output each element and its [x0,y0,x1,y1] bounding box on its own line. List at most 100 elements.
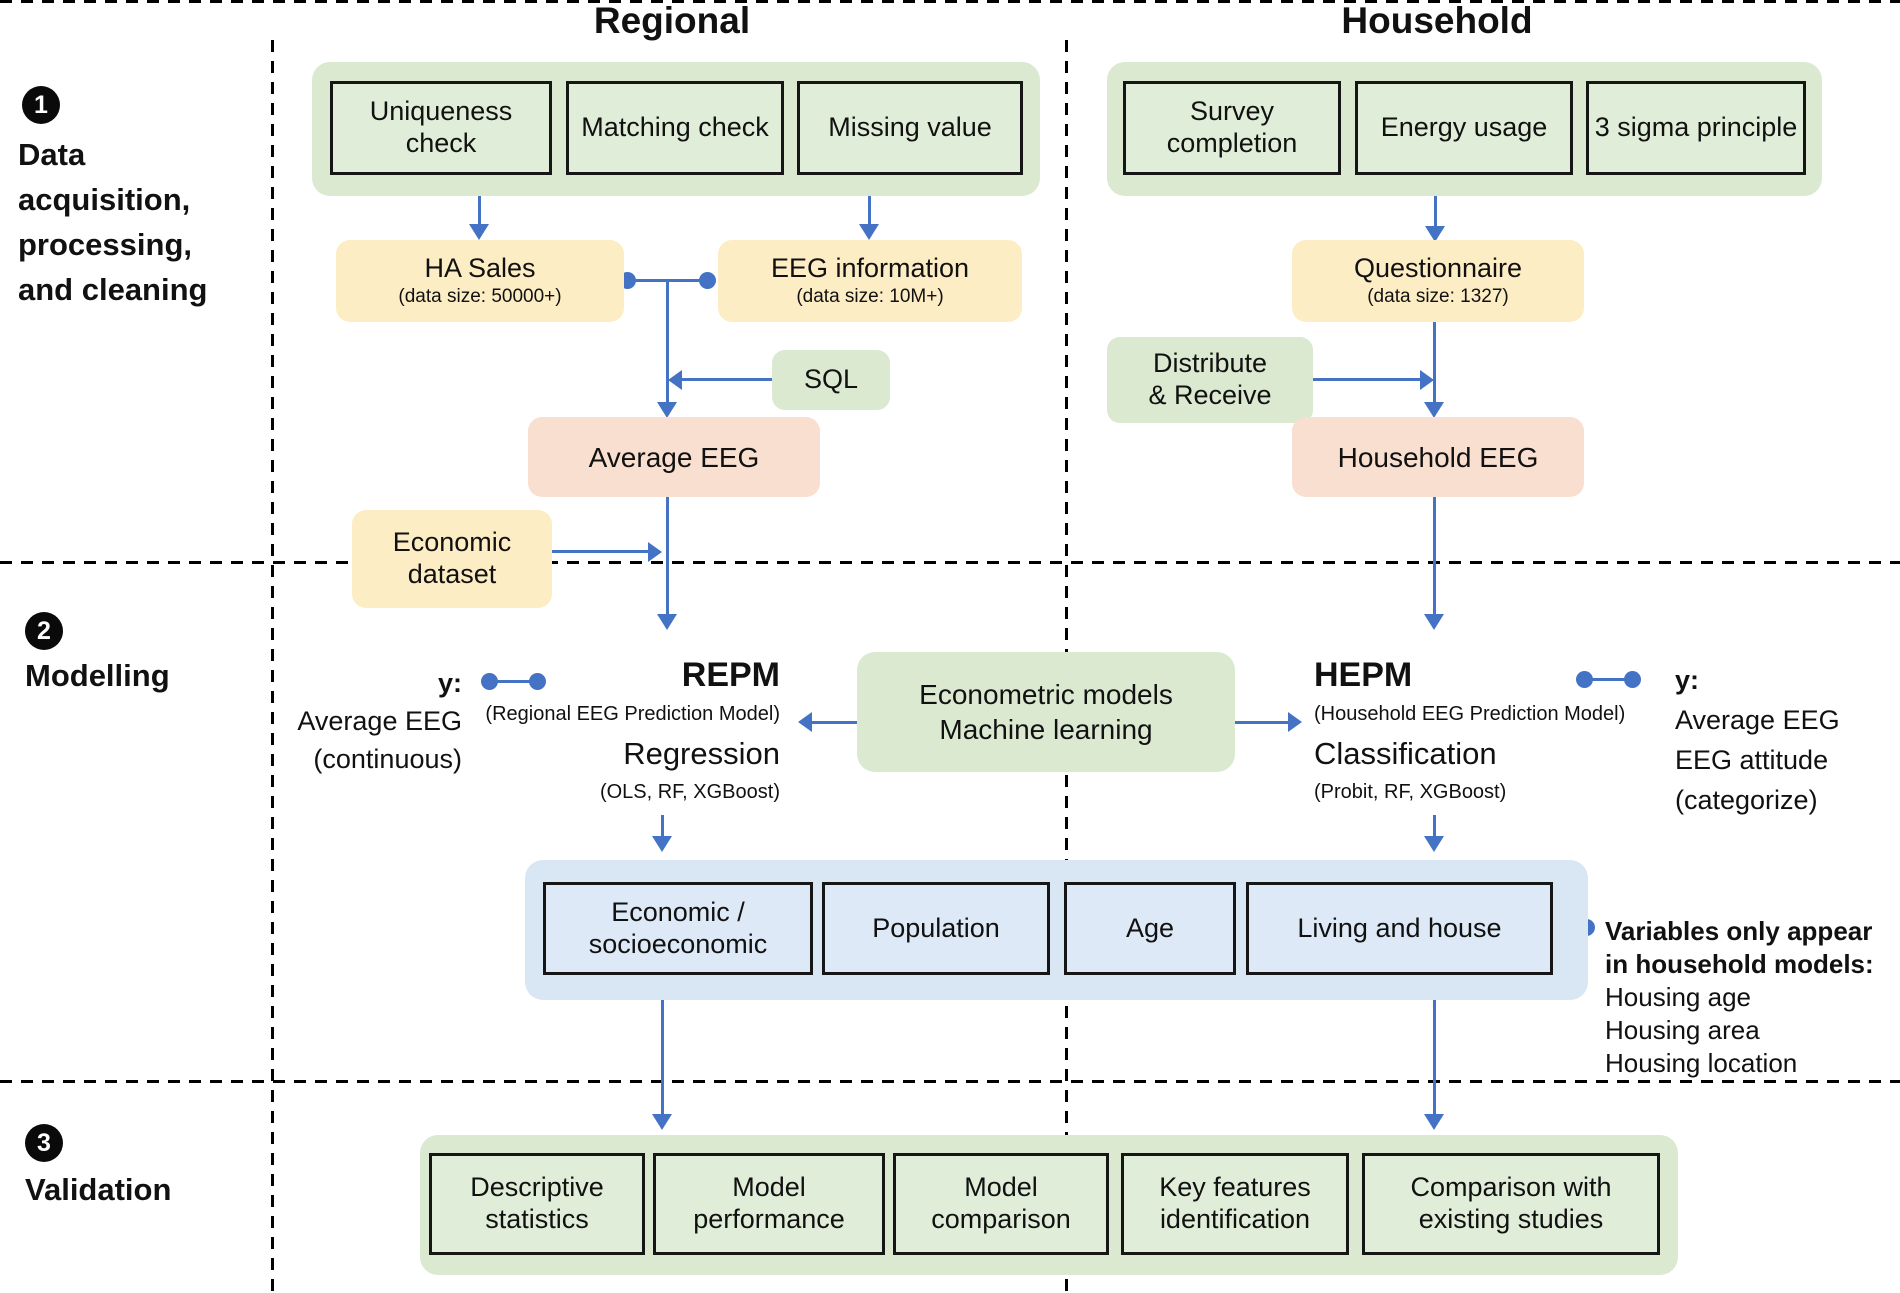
arrowhead-sql [668,370,682,390]
connector-y-right-line [1584,678,1632,681]
arrowhead-energy-to-questionnaire [1425,226,1445,242]
distribute-receive-box: Distribute & Receive [1107,337,1313,423]
arrowhead-hepm-to-variables [1424,836,1444,852]
hepm-label-block: HEPM (Household EEG Prediction Model) Cl… [1314,652,1654,807]
connector-dot-y-left-b [529,673,546,690]
arrow-avgeeg-to-repm [666,497,669,614]
arrow-hepm-to-variables [1433,815,1436,836]
methods-line1: Econometric models [919,679,1173,710]
questionnaire-title: Questionnaire [1353,252,1523,283]
validation-box-performance: Model performance [653,1153,885,1255]
ha-sales-subtitle: (data size: 50000+) [398,285,562,307]
sql-box: SQL [772,350,890,410]
variable-box-living-house: Living and house [1246,882,1553,975]
step2-number-badge: 2 [25,612,63,650]
repm-target-y: y: [437,668,462,698]
arrowhead-to-average-eeg [657,402,677,418]
step1-label: Data acquisition, processing, and cleani… [18,132,273,312]
hepm-method: Classification [1314,736,1497,771]
arrowhead-questionnaire-to-heeg [1424,402,1444,418]
arrow-methods-to-hepm-line [1235,721,1288,724]
arrow-questionnaire-to-heeg [1433,322,1436,402]
arrowhead-left-to-validation [652,1114,672,1130]
ha-sales-box: HA Sales (data size: 50000+) [336,240,624,322]
step1-line1: Data [18,137,86,172]
three-sigma-principle-box: 3 sigma principle [1586,81,1806,175]
step3-number-badge: 3 [25,1124,63,1162]
questionnaire-subtitle: (data size: 1327) [1367,285,1509,307]
hepm-target-line3: (categorize) [1675,785,1818,815]
note-bold-line1: Variables only appear [1605,916,1873,946]
household-variables-note: Variables only appear in household model… [1605,915,1900,1080]
variable-box-economic: Economic / socioeconomic [543,882,813,975]
distribute-line2: & Receive [1148,380,1272,410]
arrow-economic-line [552,550,648,553]
econometric-models-box: Econometric models Machine learning [857,652,1235,772]
arrowhead-methods-to-hepm [1288,712,1302,732]
hepm-target-line1: Average EEG [1675,705,1840,735]
divider-horizontal-top [0,0,1900,3]
arrowhead-right-to-validation [1424,1114,1444,1130]
economic-dataset-box: Economic dataset [352,510,552,608]
economic-dataset-line2: dataset [407,559,497,589]
hepm-target-block: y: Average EEG EEG attitude (categorize) [1675,660,1895,820]
repm-target-line1: Average EEG [297,706,462,736]
repm-label-block: REPM (Regional EEG Prediction Model) Reg… [480,652,780,807]
repm-algorithms: (OLS, RF, XGBoost) [599,781,780,803]
note-item1: Housing age [1605,982,1751,1012]
arrowhead-uniqueness-to-hasales [469,224,489,240]
eeg-information-box: EEG information (data size: 10M+) [718,240,1022,322]
validation-box-existing-studies: Comparison with existing studies [1362,1153,1660,1255]
step2-label: Modelling [25,658,170,693]
repm-title: REPM [681,656,780,694]
note-item3: Housing location [1605,1048,1798,1078]
step3-label: Validation [25,1172,172,1207]
repm-target-block: y: Average EEG (continuous) [230,664,462,778]
step1-line2: acquisition, [18,182,191,217]
repm-subtitle: (Regional EEG Prediction Model) [485,703,780,725]
arrowhead-missing-to-eeginfo [859,224,879,240]
energy-usage-box: Energy usage [1355,81,1573,175]
arrow-heeg-to-hepm [1433,497,1436,614]
survey-completion-box: Survey completion [1123,81,1341,175]
hepm-algorithms: (Probit, RF, XGBoost) [1314,781,1507,803]
connector-dot-eeginfo [699,272,716,289]
arrowhead-distribute [1420,370,1434,390]
arrow-uniqueness-to-hasales [478,196,481,224]
validation-box-descriptive: Descriptive statistics [429,1153,645,1255]
arrow-methods-to-repm-line [812,721,857,724]
eeg-information-subtitle: (data size: 10M+) [796,285,944,307]
step1-line4: and cleaning [18,272,208,307]
arrow-left-to-validation [661,1000,664,1114]
arrow-distribute-line [1313,378,1420,381]
household-eeg-box: Household EEG [1292,417,1584,497]
hepm-title: HEPM [1314,656,1413,694]
divider-vertical-left [271,40,274,1293]
connector-dot-y-right-b [1624,671,1641,688]
arrowhead-economic [648,542,662,562]
connector-join-drop [666,280,669,402]
divider-horizontal-mid [0,561,1900,564]
repm-method: Regression [623,736,780,771]
arrowhead-repm-to-variables [652,836,672,852]
variable-box-age: Age [1064,882,1236,975]
hepm-target-line2: EEG attitude [1675,745,1829,775]
arrow-sql-line [682,378,772,381]
hepm-subtitle: (Household EEG Prediction Model) [1314,703,1626,725]
uniqueness-check-box: Uniqueness check [330,81,552,175]
repm-target-line2: (continuous) [313,744,462,774]
divider-horizontal-bottom [0,1080,1900,1083]
regional-column-header: Regional [593,0,751,41]
step1-line3: processing, [18,227,192,262]
connector-y-left-line [489,680,537,683]
validation-box-comparison: Model comparison [893,1153,1109,1255]
arrowhead-avgeeg-to-repm [657,614,677,630]
arrowhead-heeg-to-hepm [1424,614,1444,630]
matching-check-box: Matching check [566,81,784,175]
note-item2: Housing area [1605,1015,1760,1045]
hepm-target-y: y: [1675,665,1700,695]
arrow-energy-to-questionnaire [1434,196,1437,226]
variable-box-population: Population [822,882,1050,975]
economic-dataset-line1: Economic [392,527,512,558]
